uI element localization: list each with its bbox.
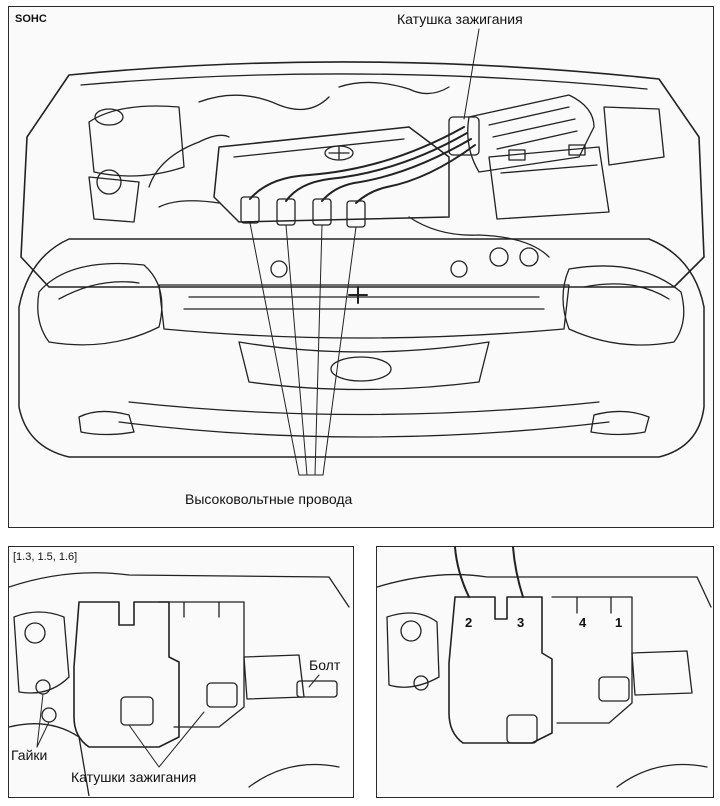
coils-left-panel: [1.3, 1.5, 1.6] Болт Гайки Катушки зажиг… xyxy=(8,546,354,798)
coils-callout: Катушки зажигания xyxy=(71,769,197,785)
engine-variant-tag: SOHC xyxy=(15,13,47,25)
nut-lower xyxy=(41,707,57,723)
left-headlight xyxy=(37,262,163,346)
variant-tag: [1.3, 1.5, 1.6] xyxy=(13,551,78,563)
emblem xyxy=(330,356,392,382)
coil-pack-left xyxy=(73,601,180,748)
nuts-callout: Гайки xyxy=(11,747,48,763)
engine-bay-panel: SOHC Катушка зажигания Высоковольтные пр… xyxy=(8,6,714,528)
engine-bay-drawing xyxy=(18,28,705,476)
engine-cover xyxy=(213,126,450,223)
bolt xyxy=(296,680,338,698)
coils-right-panel: 2 3 4 1 xyxy=(376,546,714,798)
battery xyxy=(488,146,610,220)
right-headlight xyxy=(562,265,685,346)
bolt-callout: Болт xyxy=(309,657,341,673)
coils-left-drawing xyxy=(9,572,350,796)
connector-right xyxy=(598,676,630,702)
air-filter xyxy=(467,94,595,173)
coil-pack-left xyxy=(448,596,553,744)
coil-number-4: 4 xyxy=(579,615,587,630)
connector-right xyxy=(206,682,238,708)
coil-number-3: 3 xyxy=(517,615,525,630)
coil-number-2: 2 xyxy=(465,615,473,630)
coils-right-drawing xyxy=(377,547,712,788)
coil-number-1: 1 xyxy=(615,615,623,630)
ignition-coil-callout: Катушка зажигания xyxy=(397,11,523,27)
hv-wires-callout: Высоковольтные провода xyxy=(185,491,353,507)
connector-left xyxy=(120,696,154,726)
connector-left xyxy=(506,714,538,744)
